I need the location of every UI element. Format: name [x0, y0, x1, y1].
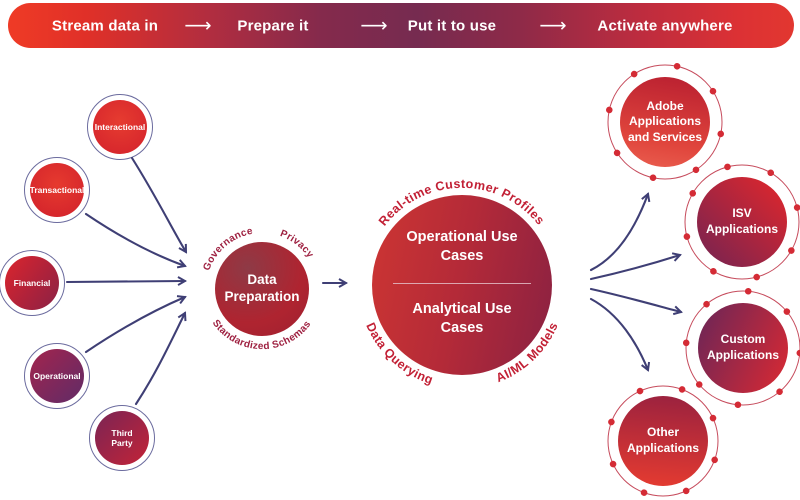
banner-step-put-it-to-use: Put it to use	[407, 17, 497, 34]
dest-node-isv-applications: ISV Applications	[697, 177, 787, 267]
source-node-third-party: Third Party	[89, 405, 155, 471]
operational-use-cases-label: Operational Use Cases	[406, 229, 518, 264]
right-arrow-icon: ⟶	[360, 15, 388, 36]
data-preparation-title: Data Preparation	[224, 272, 300, 304]
banner-step-activate-anywhere: Activate anywhere	[597, 17, 733, 34]
banner-step-stream-data-in: Stream data in	[51, 17, 159, 34]
data-preparation-node: Data Preparation	[215, 242, 309, 336]
banner-step-prepare-it: Prepare it	[237, 17, 309, 34]
source-node-interactional: Interactional	[87, 94, 153, 160]
source-node-operational: Operational	[24, 343, 90, 409]
source-label: Third Party	[95, 411, 149, 465]
dest-label: Custom Applications	[706, 332, 779, 362]
source-node-financial: Financial	[0, 250, 65, 316]
source-label: Transactional	[30, 163, 84, 217]
dest-label: ISV Applications	[705, 206, 778, 236]
dest-node-adobe-applications: Adobe Applications and Services	[620, 77, 710, 167]
source-label: Operational	[30, 349, 84, 403]
use-cases-divider	[393, 283, 531, 284]
right-arrow-icon: ⟶	[184, 15, 212, 36]
dest-label: Adobe Applications and Services	[627, 98, 703, 144]
dest-label: Other Applications	[626, 425, 699, 455]
analytical-use-cases-label: Analytical Use Cases	[412, 301, 512, 336]
source-node-transactional: Transactional	[24, 157, 90, 223]
right-arrow-icon: ⟶	[539, 15, 567, 36]
source-label: Interactional	[93, 100, 147, 154]
dest-node-custom-applications: Custom Applications	[698, 303, 788, 393]
process-banner: Stream data in ⟶ Prepare it ⟶ Put it to …	[8, 3, 794, 48]
diverge-arrows	[589, 194, 681, 370]
dest-node-other-applications: Other Applications	[618, 396, 708, 486]
source-label: Financial	[5, 256, 59, 310]
use-cases-node: Operational Use Cases Analytical Use Cas…	[372, 195, 552, 375]
